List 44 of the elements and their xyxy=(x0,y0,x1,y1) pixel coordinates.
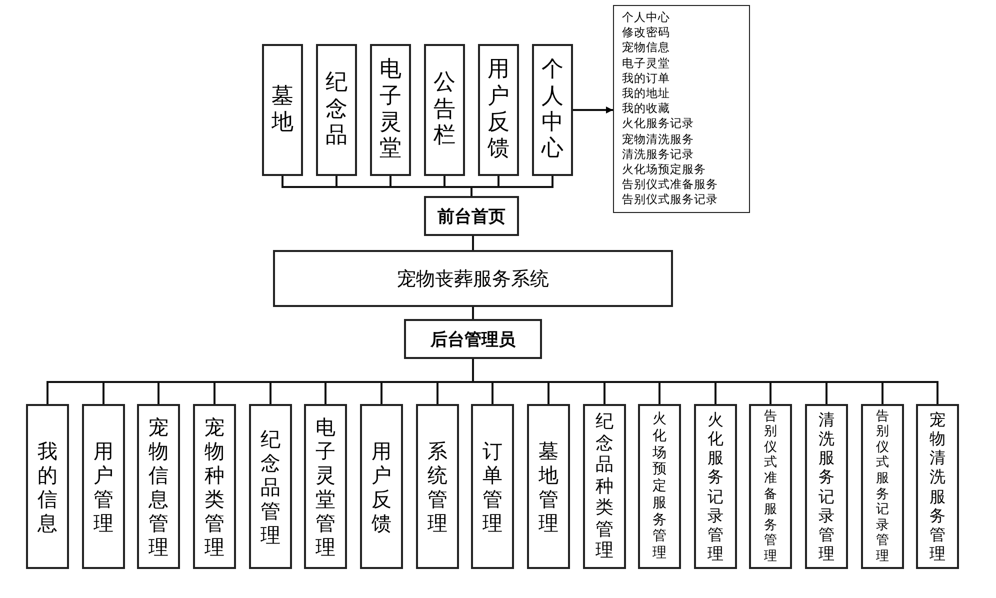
module-box: 清洗服务记录管理 xyxy=(805,404,848,569)
module-box: 火化场预定服务管理 xyxy=(638,404,681,569)
connector-line xyxy=(472,236,474,250)
list-item: 宠物信息 xyxy=(622,40,670,56)
arrow xyxy=(573,106,613,114)
connector-line xyxy=(470,176,554,196)
module-box: 宠物信息管理 xyxy=(137,404,180,569)
module-box: 告别仪式准备服务管理 xyxy=(749,404,792,569)
list-item: 宠物清洗服务 xyxy=(622,132,694,147)
list-item: 我的地址 xyxy=(622,86,670,102)
module-box: 火化服务记录管理 xyxy=(694,404,737,569)
list-item: 告别仪式服务记录 xyxy=(622,192,718,208)
list-item: 我的收藏 xyxy=(622,101,670,116)
module-box: 告别仪式服务记录管理 xyxy=(861,404,904,569)
module-box: 用户管理 xyxy=(82,404,125,569)
module-box: 个人中心 xyxy=(532,44,573,176)
module-box: 公告栏 xyxy=(424,44,465,176)
module-box: 用户反馈 xyxy=(478,44,519,176)
module-box: 墓地 xyxy=(262,44,303,176)
feature-list-box xyxy=(613,5,750,213)
connector-line xyxy=(472,307,474,319)
list-item: 火化服务记录 xyxy=(622,116,694,132)
module-box: 纪念品 xyxy=(316,44,357,176)
module-box: 用户反馈 xyxy=(360,404,403,569)
module-box: 纪念品管理 xyxy=(249,404,292,569)
module-box: 订单管理 xyxy=(471,404,514,569)
module-box: 电子灵堂管理 xyxy=(304,404,347,569)
list-item: 清洗服务记录 xyxy=(622,146,694,162)
system-box: 宠物丧葬服务系统 xyxy=(273,250,673,307)
module-box: 宠物清洗服务管理 xyxy=(916,404,959,569)
list-item: 火化场预定服务 xyxy=(622,162,706,178)
module-box: 系统管理 xyxy=(416,404,459,569)
process-box: 前台首页 xyxy=(424,196,519,236)
list-item: 个人中心 xyxy=(622,10,670,26)
module-box: 宠物种类管理 xyxy=(193,404,236,569)
list-item: 我的订单 xyxy=(622,70,670,86)
module-box: 电子灵堂 xyxy=(370,44,411,176)
list-item: 告别仪式准备服务 xyxy=(622,177,718,192)
list-item: 电子灵堂 xyxy=(622,56,670,71)
module-box: 纪念品种类管理 xyxy=(583,404,626,569)
process-box: 后台管理员 xyxy=(404,319,542,359)
module-box: 墓地管理 xyxy=(527,404,570,569)
module-box: 我的信息 xyxy=(26,404,69,569)
list-item: 修改密码 xyxy=(622,25,670,40)
